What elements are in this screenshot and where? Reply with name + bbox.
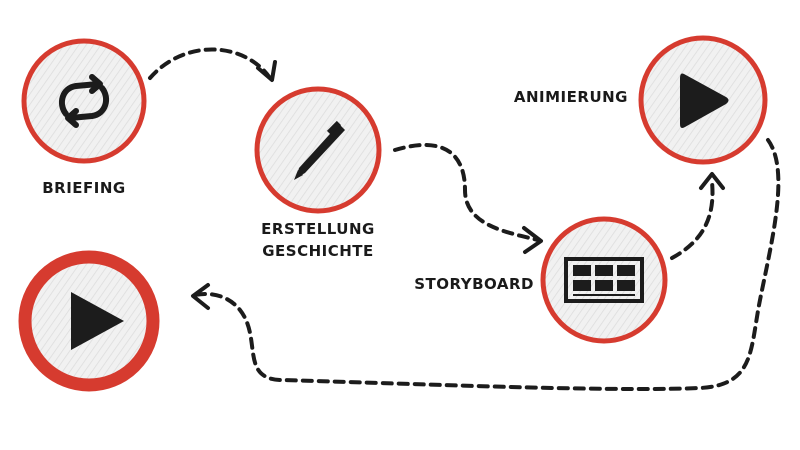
step-storyboard (540, 216, 668, 344)
connector-briefing-to-geschichte (148, 47, 272, 80)
connector-storyboard-to-animierung (670, 180, 715, 260)
storyboard-grid-icon (564, 257, 644, 303)
label-storyboard: STORYBOARD (414, 275, 534, 293)
label-animierung: ANIMIERUNG (513, 88, 628, 106)
label-geschichte: ERSTELLUNG GESCHICHTE (261, 220, 375, 260)
play-icon (680, 73, 729, 128)
step-briefing (21, 38, 147, 164)
arrowhead-briefing-to-geschichte (256, 60, 277, 82)
label-briefing: BRIEFING (42, 179, 126, 197)
step-final[interactable] (18, 250, 160, 392)
step-geschichte (254, 86, 382, 214)
arrowhead-geschichte-to-storyboard (522, 226, 543, 254)
connector-animierung-to-final (193, 138, 781, 392)
play-icon (71, 292, 124, 350)
step-animierung (638, 35, 768, 165)
connector-geschichte-to-storyboard (393, 143, 540, 242)
connector-paths (148, 47, 781, 392)
pen-icon (294, 120, 345, 180)
arrowhead-final (191, 283, 210, 310)
arrowhead-storyboard-to-animierung (699, 172, 725, 190)
arrowheads (191, 60, 725, 310)
refresh-arrows-icon (58, 74, 110, 128)
